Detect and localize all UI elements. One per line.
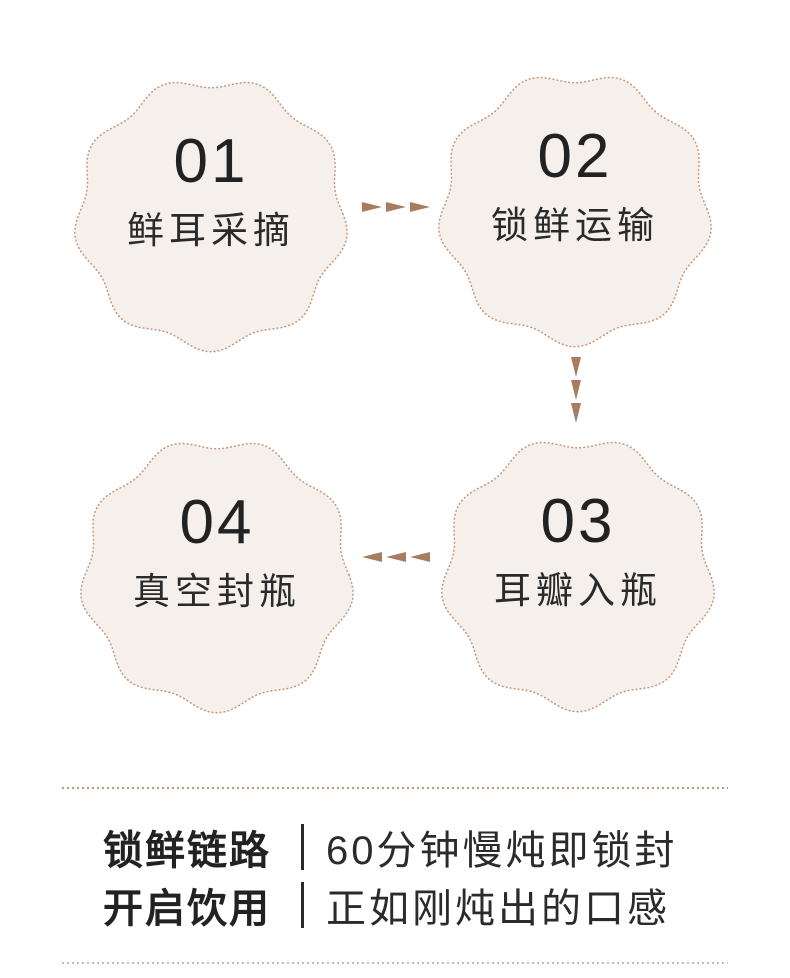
step-label: 鲜耳采摘 (127, 210, 295, 251)
triangle-glyph (571, 380, 581, 400)
triangle-glyph (386, 202, 406, 212)
footer-row-1: 锁鲜链路 60分钟慢炖即锁封 (103, 822, 678, 873)
triangle-glyph (386, 552, 406, 562)
step-label: 真空封瓶 (133, 571, 301, 612)
triangle-glyph (571, 403, 581, 423)
footer-text: 正如刚炖出的口感 (326, 887, 670, 931)
triangle-glyph (571, 357, 581, 377)
flower-blob-icon (440, 441, 716, 713)
step-label: 耳瓣入瓶 (494, 570, 662, 611)
step-card-2: 02 锁鲜运输 (435, 69, 715, 349)
triangle-glyph (362, 202, 382, 212)
vertical-divider (301, 824, 304, 870)
footer-text: 60分钟慢炖即锁封 (326, 829, 678, 873)
arrow-left-icon (362, 552, 430, 562)
flower-blob-icon (437, 76, 713, 348)
arrow-down-icon (571, 357, 581, 423)
step-number: 04 (179, 488, 255, 557)
footer-row-2: 开启饮用 正如刚炖出的口感 (103, 880, 670, 931)
triangle-glyph (410, 202, 430, 212)
dotted-divider-bottom (62, 962, 728, 964)
arrow-right-icon (362, 202, 430, 212)
step-card-3: 03 耳瓣入瓶 (438, 434, 718, 714)
step-number: 01 (173, 127, 249, 196)
vertical-divider (301, 882, 304, 928)
step-number: 02 (537, 122, 613, 191)
footer-label: 开启饮用 (103, 887, 271, 931)
dotted-divider-top (62, 787, 728, 789)
step-number: 03 (540, 487, 616, 556)
triangle-glyph (410, 552, 430, 562)
flower-blob-icon (79, 442, 355, 714)
flower-blob-icon (73, 81, 349, 353)
step-label: 锁鲜运输 (491, 205, 659, 246)
triangle-glyph (362, 552, 382, 562)
step-card-4: 04 真空封瓶 (77, 435, 357, 715)
footer-label: 锁鲜链路 (103, 829, 271, 873)
step-card-1: 01 鲜耳采摘 (71, 74, 351, 354)
